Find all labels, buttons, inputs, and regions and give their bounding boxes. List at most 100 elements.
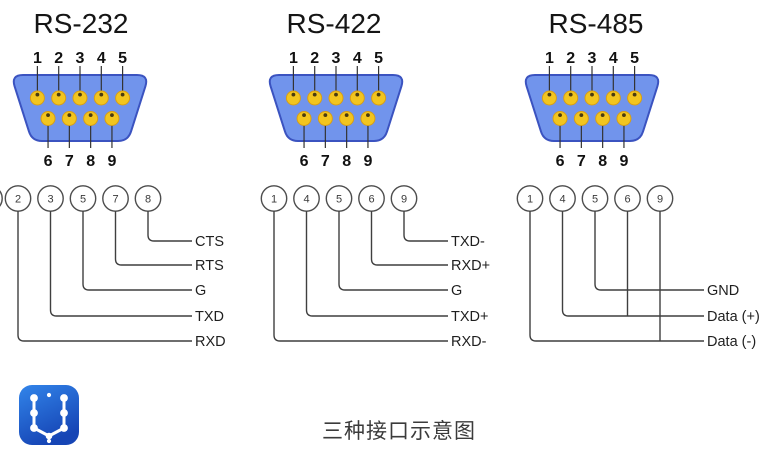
connector-pin — [328, 90, 344, 106]
wire-pin-number: 2 — [15, 194, 21, 206]
signal-label: RXD- — [451, 334, 487, 350]
signal-wire — [403, 211, 448, 242]
pin-hole-dot — [78, 92, 82, 97]
pin-hole-dot — [56, 92, 61, 97]
connector-pin — [317, 111, 333, 126]
wire-pin-number: 3 — [47, 194, 53, 206]
top-pin-number: 3 — [332, 50, 341, 67]
bottom-pin-number: 6 — [44, 153, 53, 170]
network-w-logo-icon — [19, 385, 79, 445]
bottom-pin-number: 8 — [86, 153, 95, 170]
top-pin-number: 4 — [97, 50, 106, 67]
cropped-pin-circle — [0, 190, 3, 207]
pin-hole-dot — [622, 113, 626, 117]
bottom-pin-number: 7 — [321, 153, 330, 170]
pin-hole-dot — [35, 92, 40, 97]
signal-wire — [529, 211, 704, 342]
pin-hole-dot — [46, 113, 50, 117]
bottom-pin-number: 6 — [300, 153, 309, 170]
signal-label: RXD — [195, 334, 226, 350]
signal-label: Data (+) — [707, 309, 760, 325]
top-pin-number: 1 — [33, 50, 42, 67]
wire-pin-number: 5 — [336, 194, 342, 206]
pin-hole-dot — [302, 113, 306, 117]
wire-pin-number: 1 — [271, 194, 277, 206]
caption-text: 三种接口示意图 — [322, 420, 476, 443]
wire-pin-number: 8 — [145, 194, 151, 206]
connector-pin — [83, 111, 99, 126]
pin-hole-dot — [334, 92, 338, 97]
pin-hole-dot — [291, 92, 296, 97]
connector-pin — [563, 90, 579, 106]
pin-hole-dot — [590, 92, 594, 97]
pin-hole-dot — [344, 113, 349, 117]
pin-hole-dot — [632, 92, 637, 97]
signal-wire — [561, 211, 704, 317]
connector-pin — [29, 90, 45, 106]
connector-pin — [51, 90, 67, 106]
signal-label: CTS — [195, 234, 224, 250]
connector-pin — [296, 111, 312, 126]
signal-label: RTS — [195, 258, 224, 274]
top-pin-number: 5 — [374, 50, 383, 67]
signal-wire — [305, 211, 448, 317]
connector-pin — [339, 111, 355, 126]
top-pin-number: 3 — [588, 50, 597, 67]
wire-pin-number: 5 — [592, 194, 598, 206]
signal-label: TXD- — [451, 234, 485, 250]
connector-pin — [616, 111, 632, 126]
top-pin-number: 2 — [54, 50, 63, 67]
connector-pin — [307, 90, 323, 106]
signal-wire — [17, 211, 192, 342]
signal-wire — [370, 211, 448, 266]
bottom-pin-number: 8 — [342, 153, 351, 170]
signal-label: RXD+ — [451, 258, 490, 274]
pin-hole-dot — [355, 92, 360, 97]
top-pin-number: 2 — [566, 50, 575, 67]
pin-hole-dot — [67, 113, 72, 117]
signal-wire — [49, 211, 192, 317]
wire-pin-number: 4 — [559, 194, 565, 206]
signal-wire — [114, 211, 192, 266]
pin-hole-dot — [312, 92, 317, 97]
bottom-pin-number: 6 — [556, 153, 565, 170]
bottom-pin-number: 9 — [363, 153, 372, 170]
column-title: RS-422 — [287, 8, 382, 39]
wire-pin-number: 1 — [527, 194, 533, 206]
column-title: RS-232 — [34, 8, 129, 39]
top-pin-number: 4 — [353, 50, 362, 67]
signal-label: TXD+ — [451, 309, 488, 325]
pin-hole-dot — [88, 113, 93, 117]
connector-pin — [104, 111, 120, 126]
signal-wire — [338, 211, 448, 291]
signal-wire — [82, 211, 192, 291]
signal-label: G — [451, 283, 462, 299]
bottom-pin-number: 9 — [107, 153, 116, 170]
bottom-pin-number: 9 — [619, 153, 628, 170]
connector-pin — [61, 111, 77, 126]
connector-pin — [93, 90, 109, 106]
top-pin-number: 5 — [630, 50, 639, 67]
top-pin-number: 4 — [609, 50, 618, 67]
pin-hole-dot — [558, 113, 562, 117]
connector-pin — [605, 90, 621, 106]
wire-pin-number: 6 — [368, 194, 374, 206]
wire-pin-number: 7 — [112, 194, 118, 206]
connector-pin — [72, 90, 88, 106]
signal-label: GND — [707, 283, 739, 299]
connector-pin — [552, 111, 568, 126]
connector-pin — [627, 90, 643, 106]
wire-pin-number: 6 — [624, 194, 630, 206]
pin-hole-dot — [579, 113, 584, 117]
pin-hole-dot — [376, 92, 381, 97]
column-title: RS-485 — [549, 8, 644, 39]
connector-pin — [541, 90, 557, 106]
pin-hole-dot — [110, 113, 114, 117]
pin-hole-dot — [611, 92, 616, 97]
